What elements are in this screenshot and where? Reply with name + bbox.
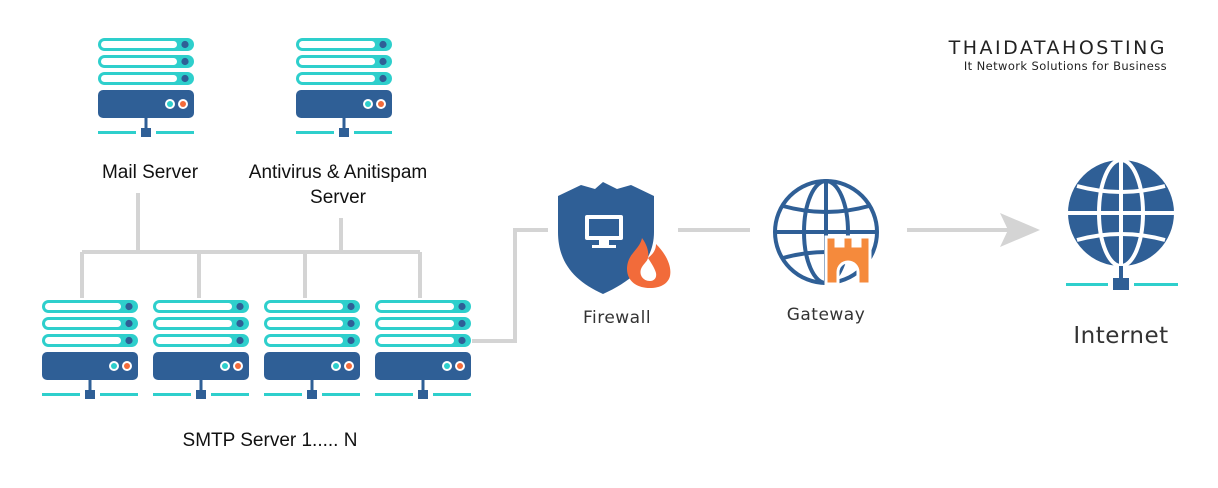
logo-subtitle: It Network Solutions for Business <box>964 59 1167 73</box>
shield-firewall-icon <box>558 182 671 294</box>
internet-label: Internet <box>1073 323 1168 349</box>
antivirus-server-label-line2: Server <box>310 187 367 208</box>
globe-network-icon <box>1066 158 1178 290</box>
connector-lines <box>80 193 1010 343</box>
smtp-server-4-icon <box>375 300 471 399</box>
smtp-server-1-icon <box>42 300 138 399</box>
gateway-label: Gateway <box>787 305 866 325</box>
connector-smtp-to-firewall <box>472 228 548 343</box>
mail-server-icon <box>98 38 194 137</box>
firewall-label: Firewall <box>583 308 651 328</box>
antivirus-server-icon <box>296 38 392 137</box>
arrow-right-icon <box>1000 213 1040 247</box>
smtp-server-2-icon <box>153 300 249 399</box>
smtp-server-label: SMTP Server 1..... N <box>183 430 358 451</box>
antivirus-server-label-line1: Antivirus & Anitispam <box>249 162 427 183</box>
smtp-server-3-icon <box>264 300 360 399</box>
logo-title: THAIDATAHOSTING <box>948 37 1167 59</box>
mail-server-label: Mail Server <box>102 162 199 183</box>
thaidatahosting-logo: THAIDATAHOSTING It Network Solutions for… <box>948 37 1167 73</box>
castle-icon <box>824 235 872 286</box>
